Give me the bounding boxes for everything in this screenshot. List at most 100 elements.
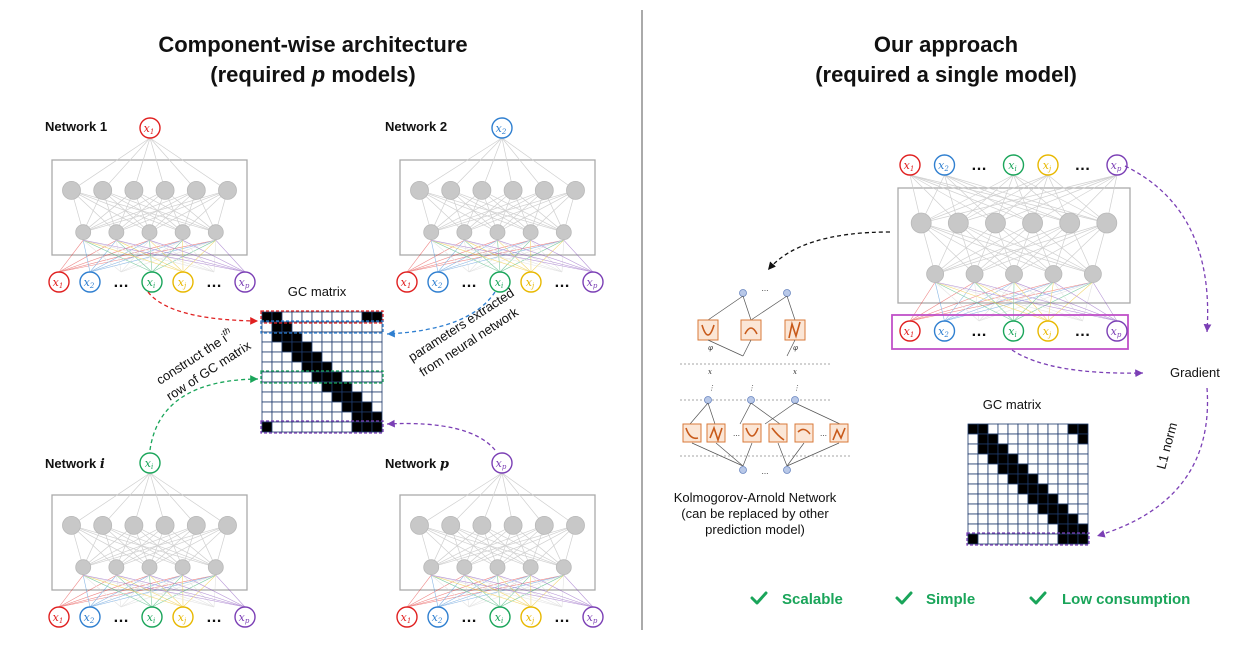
gc-cell [977,513,989,525]
neuron-node [218,180,237,200]
variable-circle [141,271,163,293]
ellipsis: … [554,609,570,626]
gc-cell [1057,463,1069,475]
gc-cell [967,533,979,545]
kan-function-curve [788,320,801,339]
gc-cell [997,473,1009,485]
edge [450,190,531,233]
ellipsis: … [1075,323,1091,340]
edge [120,574,183,608]
variable-subscript: p [245,282,250,290]
gc-cell [1037,433,1049,445]
edge [437,239,564,273]
variable-circle [491,117,513,139]
variable-label: x1 [401,611,412,625]
gc-cell [977,533,989,545]
input-x1: x1 [396,606,418,628]
gc-cell [1047,493,1059,505]
gc-cell [1047,533,1059,545]
variable-circle [520,606,542,628]
input-xi: xi [1002,154,1025,176]
output-x1: x1 [139,117,161,139]
gc-cell [1027,473,1039,485]
gc-cell [341,341,353,353]
variable-label: x2 [938,325,949,339]
edge [82,190,135,233]
gc-cell [1057,473,1069,485]
edge [82,575,91,608]
edge [419,190,531,233]
neuron-node [155,180,175,200]
gc-cell [331,341,343,353]
kan-function-box [784,319,806,341]
gc-cell [997,493,1009,505]
network-1-label: Network 1 [45,119,107,134]
edge [83,525,166,568]
gc-cell [301,371,313,383]
network-box [399,494,596,591]
edge [464,240,470,273]
edge [1013,222,1070,275]
gc-cell [351,351,363,363]
neuron-node [75,559,92,576]
gc-cell [1037,463,1049,475]
gc-cell [1027,503,1039,515]
edge [89,239,183,273]
gc-cell [987,503,999,515]
network-i-label: Network i [45,456,105,472]
kan-edge [742,295,752,321]
gc-cell [1067,443,1079,455]
edge [71,525,117,568]
kan-function-curve [701,324,715,336]
edge [481,190,564,233]
kan-ellipsis: … [820,430,827,438]
variable-circle [520,271,542,293]
neuron-node [423,224,440,241]
gc-cell [1067,483,1079,495]
gc-cell [1077,503,1089,515]
edge [149,525,228,568]
edge [921,222,1015,275]
gc-cell [977,433,989,445]
input-x2: x2 [79,271,101,293]
neuron-node [489,224,506,241]
variable-circle [172,606,194,628]
edge [406,574,564,608]
edge [974,222,1107,275]
gc-cell [311,421,323,433]
variable-label: xi [147,611,155,625]
variable-subscript: 2 [501,128,507,136]
gc-cell [997,463,1009,475]
edge [82,240,91,273]
variable-label: xi [1008,159,1016,173]
gc-cell [1047,453,1059,465]
gc-cell [1007,533,1019,545]
gc-cell [977,453,989,465]
gc-cell [1047,503,1059,515]
edge [530,574,594,608]
gc-cell [1077,483,1089,495]
ellipsis: … [206,609,222,626]
variable-circle [48,271,70,293]
kan-edge [715,442,744,467]
edge [102,190,150,233]
edge [464,525,576,568]
variable-circle [172,271,194,293]
gc-cell [997,443,1009,455]
benefit-label: Scalable [782,591,843,608]
gc-cell [311,371,323,383]
input-xi: xi [141,606,163,628]
variable-subscript: p [1117,165,1122,173]
edge [431,190,576,233]
network-2-label: Network 2 [385,119,447,134]
edge [995,174,1118,224]
edge [116,239,246,273]
edge [419,190,564,233]
gc-cell [361,351,373,363]
kan-caption-line2: (can be replaced by other [681,506,829,521]
variable-circle [234,606,256,628]
edge [406,574,531,608]
gc-cell [987,453,999,465]
edge [215,239,246,273]
